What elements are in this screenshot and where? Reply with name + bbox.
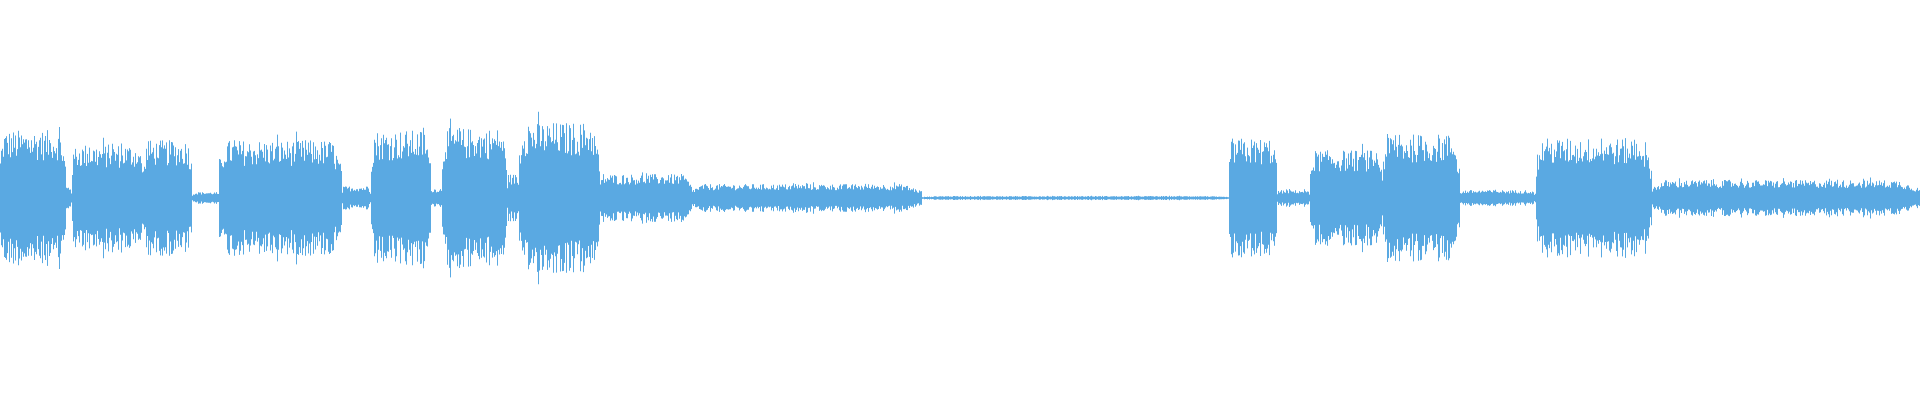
audio-waveform[interactable] (0, 0, 1920, 400)
waveform-panel[interactable] (0, 0, 1920, 400)
